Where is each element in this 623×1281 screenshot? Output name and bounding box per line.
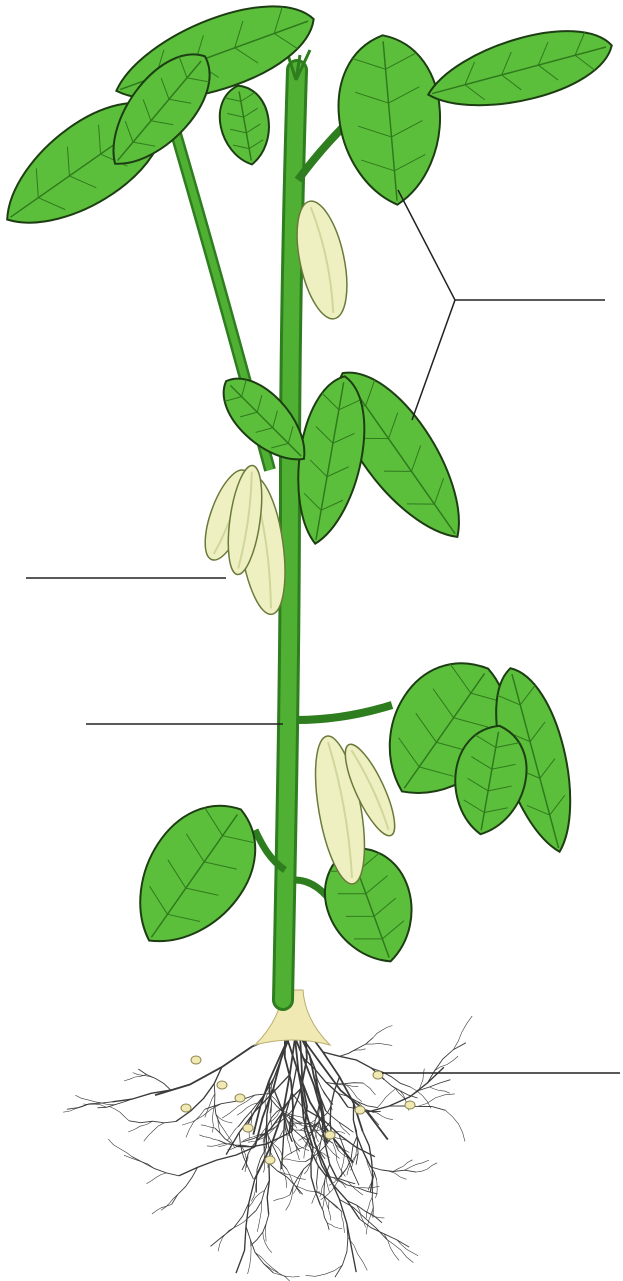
root-nodule (265, 1156, 275, 1164)
root-line (429, 1087, 449, 1093)
root-line (445, 1110, 465, 1141)
root-line (327, 1223, 342, 1228)
root-line (326, 1082, 363, 1084)
leaf-top-small (214, 81, 275, 168)
root-line (329, 1201, 331, 1221)
root-line (263, 1232, 272, 1253)
root-line (264, 1264, 292, 1281)
root-line (199, 1135, 218, 1141)
root-line (248, 1240, 252, 1274)
leaf-top-far-right (420, 16, 619, 125)
root-line (216, 1114, 232, 1123)
root-nodule (325, 1131, 335, 1139)
root-nodule (181, 1104, 191, 1112)
root-line (138, 1069, 171, 1090)
root-line (357, 1186, 379, 1188)
leader-leaves-bracket (398, 190, 455, 420)
petiole-lower-right (297, 705, 392, 720)
root-nodule (235, 1094, 245, 1102)
leaf-top-right (332, 31, 447, 209)
root-line (75, 1095, 100, 1103)
root-line (320, 1205, 329, 1230)
root-line (146, 1173, 166, 1184)
root-line (366, 1043, 393, 1045)
root-line (416, 1163, 437, 1172)
root-line (236, 1179, 255, 1273)
root-line (132, 1157, 179, 1176)
root-line (179, 1147, 255, 1176)
root-line (372, 1112, 393, 1120)
root-line (112, 1085, 190, 1102)
root-system (63, 990, 472, 1281)
root-line (218, 1228, 234, 1252)
root-nodule (243, 1124, 253, 1132)
root-line (340, 1038, 373, 1057)
root-line (273, 1195, 290, 1201)
root-line (397, 1240, 418, 1256)
root-line (129, 1121, 176, 1123)
root-line (363, 1083, 375, 1095)
root-line (347, 1201, 382, 1223)
root-line (152, 1204, 172, 1214)
root-line (389, 1106, 445, 1110)
root-line (124, 1075, 146, 1081)
root-line (237, 1103, 258, 1115)
root-line (109, 1106, 129, 1121)
root-line (330, 1177, 357, 1272)
root-line (108, 1139, 132, 1157)
root-line (393, 1160, 412, 1172)
root-line (256, 1148, 266, 1192)
root-line (317, 1166, 319, 1189)
root-line (257, 1201, 261, 1232)
root-line (248, 1180, 270, 1218)
root-line (281, 1159, 306, 1162)
root-line (67, 1102, 112, 1110)
root-line (287, 1169, 300, 1194)
leaf-lower-mid (310, 834, 429, 975)
root-line (405, 1160, 429, 1170)
root-line (211, 1202, 250, 1246)
root-nodule (217, 1081, 227, 1089)
root-line (410, 1080, 451, 1097)
root-line (283, 1147, 305, 1159)
root-line (349, 1049, 366, 1054)
root-line (229, 1218, 248, 1231)
root-line (348, 1182, 363, 1195)
root-line (144, 1123, 164, 1141)
root-nodule (191, 1056, 201, 1064)
root-line (274, 1273, 300, 1277)
leaves (0, 0, 620, 976)
root-line (161, 1195, 178, 1211)
root-line (360, 1219, 410, 1247)
label-lines (26, 190, 620, 1073)
root-nodule (373, 1071, 383, 1079)
root-line (435, 1056, 458, 1071)
leaf-lower-left (110, 782, 281, 968)
root-line (201, 1125, 215, 1128)
root-line (376, 1180, 378, 1198)
root-line (205, 1094, 215, 1118)
root-line (340, 1200, 387, 1240)
root-line (418, 1094, 455, 1107)
root-line (186, 1109, 205, 1137)
root-nodule (405, 1101, 415, 1109)
root-nodule (355, 1106, 365, 1114)
root-line (255, 1253, 278, 1273)
root-line (373, 1026, 392, 1038)
root-line (264, 1154, 265, 1173)
